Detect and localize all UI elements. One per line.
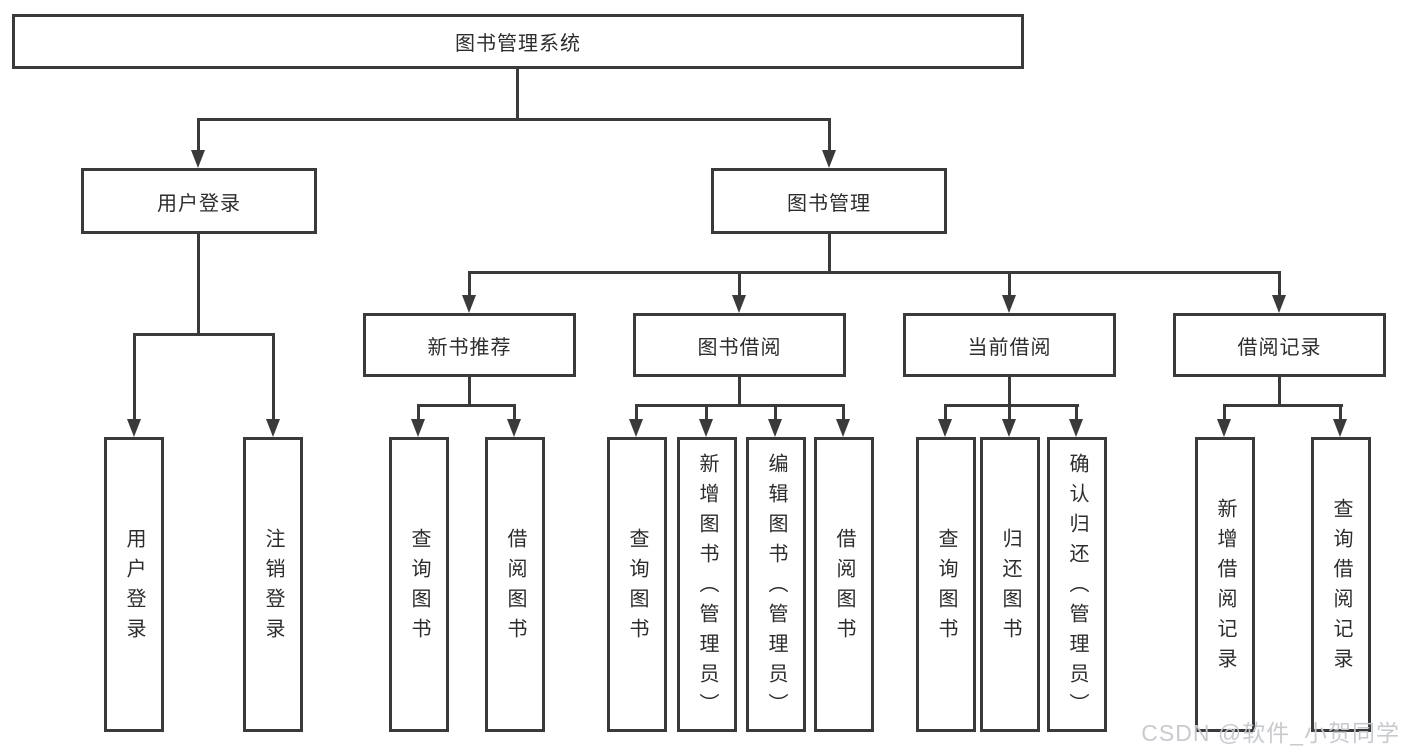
connector-line bbox=[272, 333, 275, 421]
connector-line bbox=[738, 377, 741, 406]
connector-line bbox=[774, 404, 777, 421]
connector-line bbox=[1339, 404, 1342, 421]
connector-line bbox=[842, 404, 845, 421]
leaf-add-book-admin: 新增图书（管理员） bbox=[677, 437, 737, 732]
arrowhead bbox=[462, 295, 476, 313]
connector-line bbox=[468, 271, 471, 299]
arrowhead bbox=[1002, 295, 1016, 313]
connector-line bbox=[417, 404, 516, 407]
node-new-book-recommend: 新书推荐 bbox=[363, 313, 576, 377]
arrowhead bbox=[191, 150, 205, 168]
connector-line bbox=[1278, 377, 1281, 406]
arrowhead bbox=[411, 419, 425, 437]
leaf-query-books-current: 查询图书 bbox=[916, 437, 976, 732]
leaf-edit-book-admin: 编辑图书（管理员） bbox=[746, 437, 806, 732]
arrowhead bbox=[629, 419, 643, 437]
connector-line bbox=[468, 271, 1281, 274]
connector-line bbox=[197, 118, 831, 121]
arrowhead bbox=[1272, 295, 1286, 313]
connector-line bbox=[1278, 271, 1281, 299]
leaf-query-books-recommend: 查询图书 bbox=[389, 437, 449, 732]
connector-line bbox=[944, 404, 947, 421]
connector-line bbox=[468, 377, 471, 406]
arrowhead bbox=[1002, 419, 1016, 437]
leaf-return-book: 归还图书 bbox=[980, 437, 1040, 732]
arrowhead bbox=[266, 419, 280, 437]
connector-line bbox=[197, 118, 200, 152]
arrowhead bbox=[127, 419, 141, 437]
connector-line bbox=[738, 271, 741, 299]
connector-line bbox=[705, 404, 708, 421]
connector-line bbox=[635, 404, 845, 407]
connector-line bbox=[1008, 404, 1011, 421]
arrowhead bbox=[1069, 419, 1083, 437]
leaf-logout: 注销登录 bbox=[243, 437, 303, 732]
arrowhead bbox=[1333, 419, 1347, 437]
leaf-confirm-return-admin: 确认归还（管理员） bbox=[1047, 437, 1107, 732]
node-current-borrow: 当前借阅 bbox=[903, 313, 1116, 377]
arrowhead bbox=[938, 419, 952, 437]
connector-line bbox=[1008, 271, 1011, 299]
connector-line bbox=[197, 234, 200, 336]
connector-line bbox=[133, 333, 136, 421]
node-book-borrow: 图书借阅 bbox=[633, 313, 846, 377]
connector-line bbox=[944, 404, 1079, 407]
connector-line bbox=[1008, 377, 1011, 406]
arrowhead bbox=[822, 150, 836, 168]
connector-line bbox=[417, 404, 420, 421]
connector-line bbox=[1075, 404, 1078, 421]
node-library-system: 图书管理系统 bbox=[12, 14, 1024, 69]
leaf-query-books-borrow: 查询图书 bbox=[607, 437, 667, 732]
arrowhead bbox=[836, 419, 850, 437]
leaf-query-borrow-record: 查询借阅记录 bbox=[1311, 437, 1371, 732]
connector-line bbox=[635, 404, 638, 421]
leaf-borrow-books-recommend: 借阅图书 bbox=[485, 437, 545, 732]
watermark: CSDN @软件_小贺同学 bbox=[1141, 720, 1400, 746]
arrowhead bbox=[699, 419, 713, 437]
leaf-borrow-books: 借阅图书 bbox=[814, 437, 874, 732]
arrowhead bbox=[732, 295, 746, 313]
connector-line bbox=[516, 69, 519, 118]
connector-line bbox=[1223, 404, 1343, 407]
node-book-management: 图书管理 bbox=[711, 168, 947, 234]
connector-line bbox=[828, 118, 831, 152]
arrowhead bbox=[1217, 419, 1231, 437]
leaf-add-borrow-record: 新增借阅记录 bbox=[1195, 437, 1255, 732]
connector-line bbox=[1223, 404, 1226, 421]
connector-line bbox=[828, 234, 831, 271]
connector-line bbox=[513, 404, 516, 421]
node-user-login: 用户登录 bbox=[81, 168, 317, 234]
node-borrow-records: 借阅记录 bbox=[1173, 313, 1386, 377]
arrowhead bbox=[768, 419, 782, 437]
leaf-user-login: 用户登录 bbox=[104, 437, 164, 732]
arrowhead bbox=[507, 419, 521, 437]
connector-line bbox=[133, 333, 275, 336]
